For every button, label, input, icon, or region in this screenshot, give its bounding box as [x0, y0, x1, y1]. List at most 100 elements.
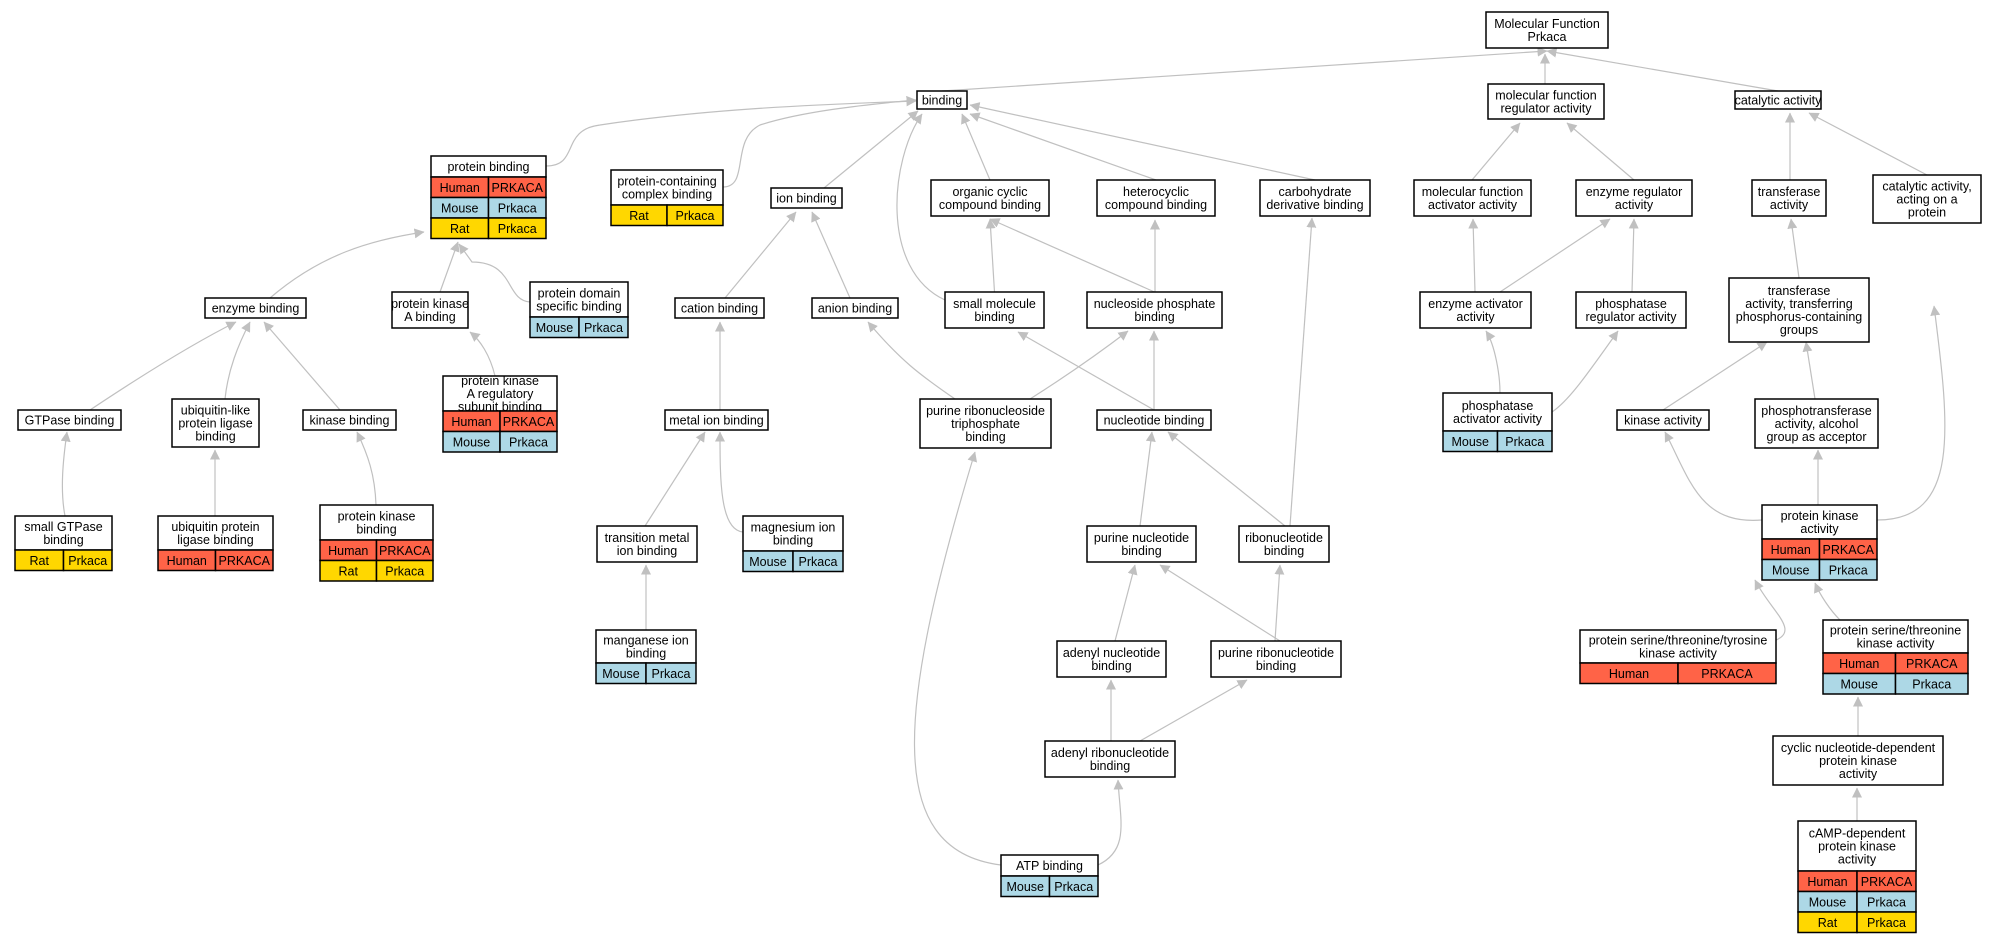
- node-label-line: activator activity: [1428, 198, 1518, 212]
- node-box: [1754, 398, 1879, 449]
- gene-label: Prkaca: [1505, 435, 1544, 449]
- edge-atpb-to-prntpb: [913, 451, 1002, 866]
- edge-gtpb-to-enzb: [89, 321, 237, 411]
- node-label-line: acting on a: [1896, 193, 1957, 207]
- node-label-line: GTPase binding: [25, 414, 115, 428]
- gene-label: PRKACA: [503, 415, 555, 429]
- species-label: Rat: [339, 564, 359, 578]
- node-box: [919, 398, 1052, 449]
- node-label-line: protein serine/threonine: [1830, 624, 1961, 638]
- species-label: Mouse: [749, 555, 787, 569]
- node-label-line: binding: [626, 647, 666, 661]
- go-term-node-catb[interactable]: cation binding: [674, 297, 765, 319]
- go-term-node-enzb[interactable]: enzyme binding: [204, 297, 307, 319]
- edge-arnb-to-prnb: [1139, 679, 1248, 742]
- go-term-node-binding[interactable]: binding: [916, 90, 968, 110]
- edge-pnb-to-nucb: [1139, 431, 1156, 527]
- edge-pkb-to-kinb: [356, 431, 377, 506]
- node-label-line: binding: [356, 523, 396, 537]
- node-label-line: A regulatory: [467, 387, 534, 401]
- go-term-node-nucb[interactable]: nucleotide binding: [1096, 409, 1212, 431]
- node-box: [1616, 409, 1710, 431]
- node-label-line: binding: [1264, 544, 1304, 558]
- node-box: [1772, 735, 1944, 786]
- node-label-line: protein kinase: [461, 374, 539, 388]
- go-term-node-kina[interactable]: kinase activity: [1616, 409, 1710, 431]
- species-label: Human: [1771, 543, 1811, 557]
- edge-prntpb-to-npb: [1029, 330, 1129, 400]
- species-label: Human: [451, 415, 491, 429]
- go-term-node-cat[interactable]: catalytic activity: [1734, 90, 1823, 110]
- node-label-line: activity: [1839, 767, 1878, 781]
- go-term-node-ionb[interactable]: ion binding: [770, 187, 843, 209]
- node-label-line: cyclic nucleotide-dependent: [1781, 741, 1936, 755]
- go-term-node-pstyka[interactable]: protein serine/threonine/tyrosinekinase …: [1579, 629, 1777, 685]
- gene-label: Prkaca: [385, 564, 424, 578]
- go-term-node-anb[interactable]: anion binding: [811, 297, 899, 319]
- edge-nucb-to-smb: [1017, 331, 1155, 411]
- edge-npb-to-occb: [989, 218, 1155, 293]
- edge-ptaaga-to-ttpg: [1802, 341, 1816, 400]
- gene-cell: [375, 559, 434, 582]
- species-label: Human: [1839, 657, 1879, 671]
- gene-cell: [792, 550, 844, 573]
- node-label-line: phosphorus-containing: [1736, 310, 1863, 324]
- edge-pka-to-kina: [1664, 431, 1763, 521]
- node-box: [811, 297, 899, 319]
- gene-label: PRKACA: [219, 554, 271, 568]
- edge-binding-to-mf: [941, 46, 1548, 92]
- edge-eaa-to-mfaa: [1468, 218, 1479, 293]
- species-label: Mouse: [602, 667, 640, 681]
- edge-pra-to-era: [1628, 218, 1639, 293]
- node-label-line: kinase activity: [1624, 414, 1703, 428]
- node-label-line: binding: [1090, 759, 1130, 773]
- go-term-node-gtpb[interactable]: GTPase binding: [17, 409, 122, 431]
- node-label-line: carbohydrate: [1279, 185, 1352, 199]
- node-label-line: metal ion binding: [669, 414, 764, 428]
- edge-anb2-to-pnb: [1114, 564, 1138, 642]
- node-label-line: enzyme regulator: [1586, 185, 1683, 199]
- node-label-line: ligase binding: [177, 533, 253, 547]
- go-term-node-kinb[interactable]: kinase binding: [302, 409, 397, 431]
- go-term-node-mib[interactable]: metal ion binding: [664, 409, 769, 431]
